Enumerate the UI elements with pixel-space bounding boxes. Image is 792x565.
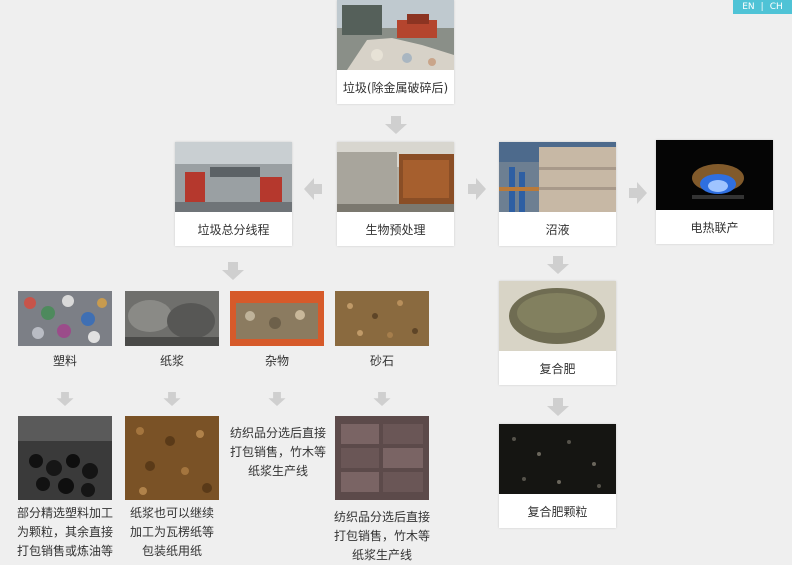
arrow-down-icon	[373, 392, 391, 406]
bio-pretreatment-photo	[337, 142, 454, 212]
arrow-down-icon	[222, 262, 244, 280]
gravel-note-line: 打包销售，竹木等	[333, 529, 430, 543]
gravel-note-line: 纸浆生产线	[351, 548, 412, 562]
arrow-right-icon	[629, 182, 647, 204]
node-garbage-label: 垃圾(除金属破碎后)	[342, 80, 449, 95]
plastic-note-line: 为颗粒，其余直接	[16, 525, 113, 539]
sorting-line-photo	[175, 142, 292, 212]
sundries-note-line: 纺织品分选后直接	[229, 426, 326, 440]
plastic-note-line: 打包销售或炼油等	[16, 544, 113, 558]
pulp-photo	[125, 291, 219, 346]
lang-ch-link[interactable]: CH	[769, 2, 783, 12]
plastic-note-line: 部分精选塑料加工	[16, 506, 113, 520]
gravel-note-line: 纺织品分选后直接	[333, 510, 430, 524]
arrow-down-icon	[268, 392, 286, 406]
node-gravel: 砂石	[335, 291, 429, 375]
pulp-note-line: 纸浆也可以继续	[129, 506, 214, 520]
node-sundries-label: 杂物	[264, 354, 289, 368]
language-switch: EN | CH	[733, 0, 792, 14]
arrow-down-icon	[385, 116, 407, 134]
arrow-right-icon	[468, 178, 486, 200]
node-bio-label: 生物预处理	[365, 222, 426, 237]
node-plastic: 塑料	[18, 291, 112, 375]
gravel-photo	[335, 291, 429, 346]
sundries-photo	[230, 291, 324, 346]
arrow-down-icon	[163, 392, 181, 406]
biogas-tank-photo	[499, 142, 616, 212]
plastic-granules-photo	[18, 416, 112, 500]
plastic-note: 部分精选塑料加工 为颗粒，其余直接 打包销售或炼油等	[5, 504, 125, 561]
pulp-note-line: 包装纸用纸	[141, 544, 202, 558]
pulp-note: 纸浆也可以继续 加工为瓦楞纸等 包装纸用纸	[118, 504, 226, 561]
bricks-photo	[335, 416, 429, 500]
arrow-down-icon	[56, 392, 74, 406]
node-chp: 电热联产	[656, 140, 773, 244]
sundries-note-line: 纸浆生产线	[247, 464, 308, 478]
lang-en-link[interactable]: EN	[742, 2, 755, 12]
node-gravel-label: 砂石	[369, 354, 394, 368]
node-biogas-slurry: 沼液	[499, 142, 616, 246]
node-fertilizer: 复合肥	[499, 281, 616, 385]
node-chp-label: 电热联产	[690, 220, 739, 235]
node-biogas-label: 沼液	[545, 222, 570, 237]
node-pulp-label: 纸浆	[159, 354, 184, 368]
node-sorting: 垃圾总分线程	[175, 142, 292, 246]
gravel-note: 纺织品分选后直接 打包销售，竹木等 纸浆生产线	[326, 508, 438, 565]
node-sundries: 杂物	[230, 291, 324, 375]
node-sorting-label: 垃圾总分线程	[197, 222, 270, 237]
sundries-note-line: 打包销售，竹木等	[229, 445, 326, 459]
node-garbage: 垃圾(除金属破碎后)	[337, 0, 454, 104]
fertilizer-granules-photo	[499, 424, 616, 494]
node-pulp: 纸浆	[125, 291, 219, 375]
node-fertilizer-label: 复合肥	[539, 361, 576, 376]
node-bio-pretreatment: 生物预处理	[337, 142, 454, 246]
lang-separator: |	[760, 2, 764, 12]
arrow-left-icon	[304, 178, 322, 200]
sundries-note: 纺织品分选后直接 打包销售，竹木等 纸浆生产线	[222, 424, 334, 481]
node-granules-label: 复合肥颗粒	[527, 504, 588, 519]
node-plastic-label: 塑料	[52, 354, 77, 368]
arrow-down-icon	[547, 256, 569, 274]
garbage-photo	[337, 0, 454, 70]
pulp-note-line: 加工为瓦楞纸等	[129, 525, 214, 539]
gas-flame-photo	[656, 140, 773, 210]
arrow-down-icon	[547, 398, 569, 416]
node-fertilizer-granules: 复合肥颗粒	[499, 424, 616, 528]
fertilizer-photo	[499, 281, 616, 351]
plastic-photo	[18, 291, 112, 346]
corrugated-board-photo	[125, 416, 219, 500]
